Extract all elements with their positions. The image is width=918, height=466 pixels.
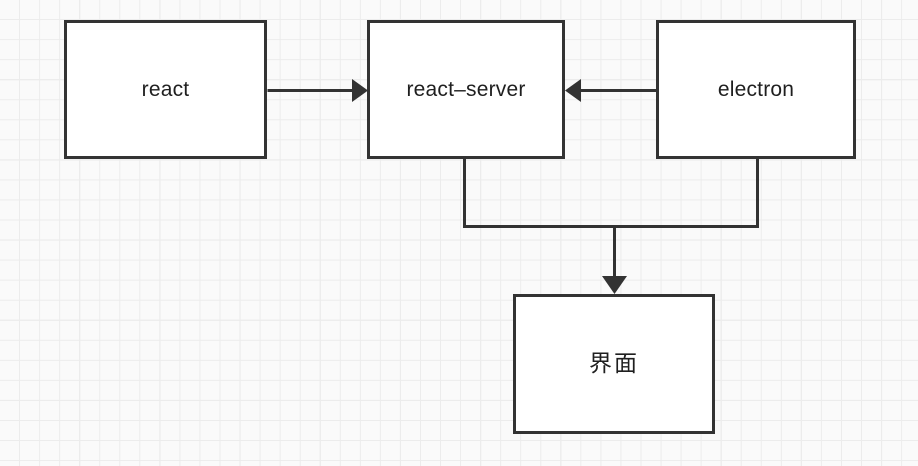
node-react-server-label: react–server bbox=[406, 77, 526, 101]
edge-electron-to-react-server bbox=[565, 79, 657, 102]
node-react[interactable]: react bbox=[64, 20, 267, 159]
edge-react-to-react-server bbox=[267, 79, 368, 102]
node-electron[interactable]: electron bbox=[656, 20, 856, 159]
node-interface-label: 界面 bbox=[589, 350, 639, 377]
edge-merge-to-interface bbox=[463, 159, 759, 294]
node-interface[interactable]: 界面 bbox=[513, 294, 715, 434]
node-electron-label: electron bbox=[717, 77, 795, 101]
node-react-server[interactable]: react–server bbox=[367, 20, 565, 159]
node-react-label: react bbox=[141, 77, 190, 101]
